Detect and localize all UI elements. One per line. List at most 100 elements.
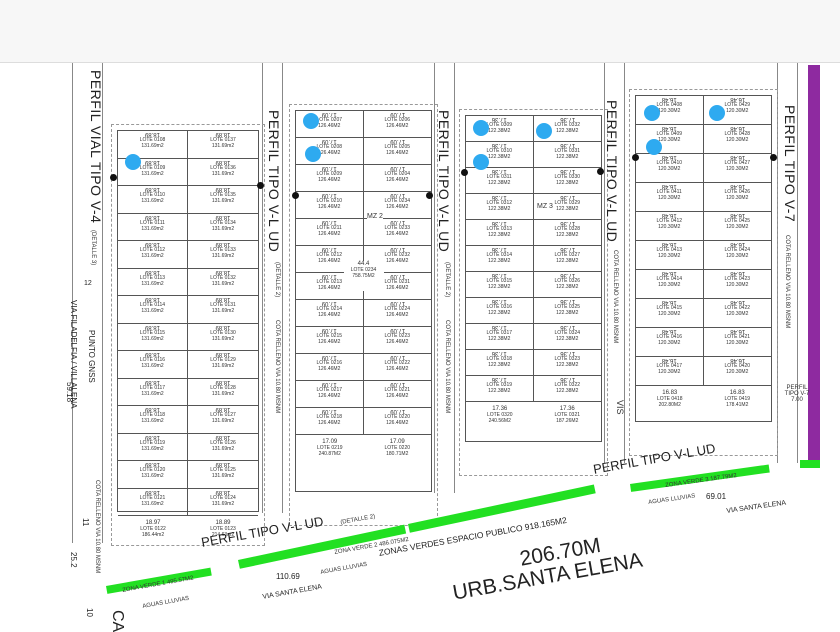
location-marker[interactable] bbox=[709, 105, 725, 121]
location-marker[interactable] bbox=[646, 139, 662, 155]
location-marker[interactable] bbox=[536, 123, 552, 139]
location-marker[interactable] bbox=[644, 105, 660, 121]
location-marker[interactable] bbox=[473, 154, 489, 170]
location-marker[interactable] bbox=[125, 154, 141, 170]
location-marker[interactable] bbox=[473, 120, 489, 136]
location-marker[interactable] bbox=[303, 113, 319, 129]
